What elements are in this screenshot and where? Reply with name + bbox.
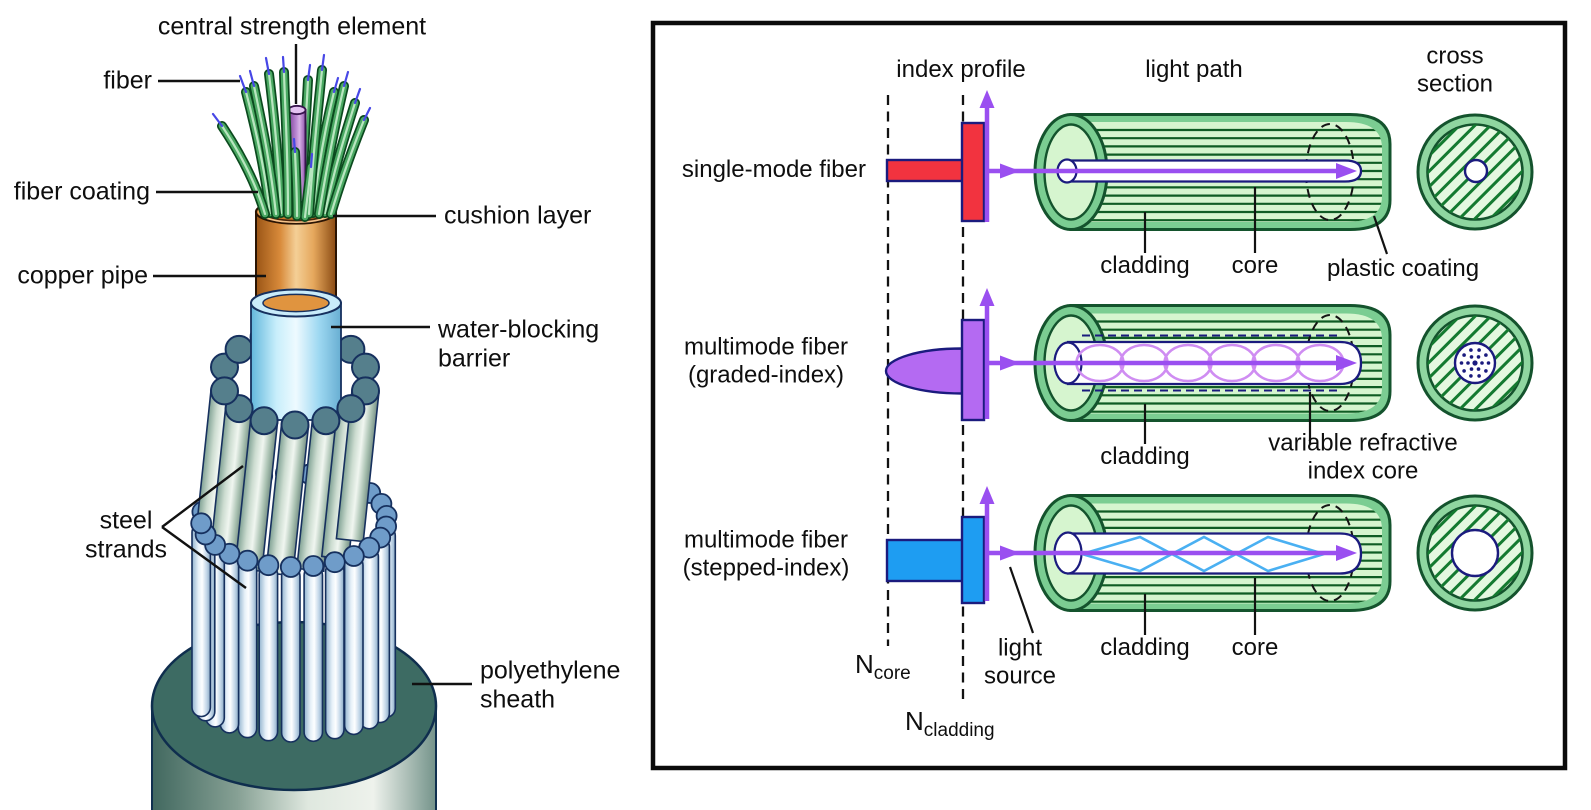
label-multimode-stepped: multimode fiber (stepped-index) — [682, 526, 850, 581]
label-cladding-row3: cladding — [1100, 634, 1190, 662]
cross-section-single-mode — [1407, 104, 1543, 240]
label-cushion-layer: cushion layer — [444, 201, 592, 230]
light-ray-arrow — [987, 545, 1357, 561]
inner-strand-rods — [194, 388, 380, 577]
label-central-strength-element: central strength element — [157, 12, 427, 41]
label-cladding-row1: cladding — [1100, 252, 1190, 280]
index-axis-arrow — [979, 90, 995, 222]
inner-strand-front-tops — [210, 376, 380, 440]
index-axis-arrow — [979, 486, 995, 601]
outer-strand-front-tops — [190, 512, 398, 578]
cross-section-graded — [1407, 295, 1543, 431]
cross-section-stepped — [1407, 485, 1543, 621]
fiber-tips-back — [238, 56, 362, 105]
cable-illustration — [150, 44, 472, 810]
graded-core-dots — [1459, 348, 1491, 378]
label-steel-strands: steel strands — [85, 506, 167, 563]
fiber-bundle-graphic — [211, 53, 372, 217]
label-n-cladding: Ncladding — [905, 706, 995, 742]
fiber-tips-front — [211, 53, 372, 169]
label-cladding-row2: cladding — [1100, 443, 1190, 471]
label-variable-refractive-index-core: variable refractive index core — [1268, 429, 1458, 484]
label-plastic-coating: plastic coating — [1326, 255, 1480, 283]
index-profile-single-mode — [885, 158, 965, 183]
label-core-row1: core — [1231, 252, 1279, 280]
label-fiber-coating: fiber coating — [13, 177, 150, 206]
zigzag-mode-paths — [1081, 535, 1325, 573]
right-leader-lines — [1008, 187, 1389, 635]
label-copper-pipe: copper pipe — [17, 261, 148, 290]
index-axis-dashed-lines — [886, 95, 965, 701]
graded-index-row-graphics — [884, 288, 1543, 431]
index-profile-graded — [884, 347, 964, 395]
label-single-mode-fiber: single-mode fiber — [681, 156, 866, 184]
label-fiber: fiber — [103, 66, 152, 95]
light-ray-arrow — [987, 355, 1357, 371]
single-mode-row-graphics — [885, 90, 1543, 240]
header-cross-section: cross section — [1416, 42, 1494, 97]
core-boundary-dashed — [1082, 334, 1342, 392]
label-core-row3: core — [1231, 634, 1279, 662]
light-ray-arrow — [987, 163, 1357, 179]
index-axis-arrow — [979, 288, 995, 419]
header-light-path: light path — [1145, 56, 1243, 84]
label-water-blocking-barrier: water-blocking barrier — [438, 315, 600, 372]
stepped-index-row-graphics — [885, 485, 1543, 621]
left-leader-lines — [153, 44, 472, 686]
water-blocking-barrier-graphic — [250, 288, 342, 421]
header-index-profile: index profile — [896, 56, 1026, 84]
panel-border — [650, 20, 1568, 771]
fiber-types-panel-graphics — [650, 20, 1568, 771]
label-light-source: light source — [983, 634, 1057, 689]
index-profile-stepped — [885, 538, 965, 583]
label-n-core: Ncore — [855, 649, 911, 685]
label-polyethylene-sheath: polyethylene sheath — [480, 656, 621, 713]
label-multimode-graded: multimode fiber (graded-index) — [683, 333, 849, 388]
